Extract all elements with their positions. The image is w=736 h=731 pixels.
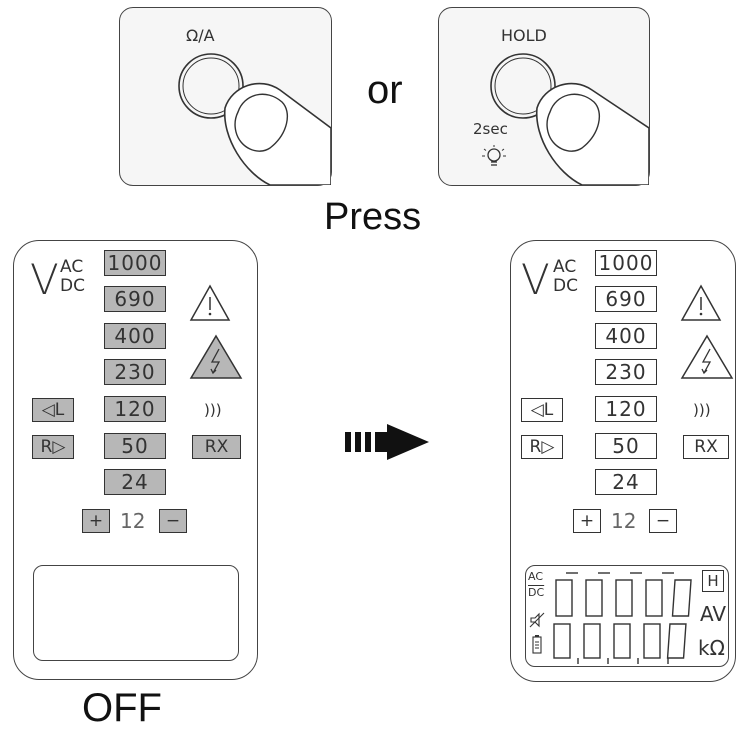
lcd-all-segments: AC DC H AV kΩ xyxy=(525,565,729,667)
voltage-230: 230 xyxy=(104,359,166,385)
two-second-label: 2sec xyxy=(473,120,508,138)
voltage-690: 690 xyxy=(595,286,657,312)
left-rotation-indicator: ◁L xyxy=(32,398,74,422)
voltage-120: 120 xyxy=(104,396,166,422)
voltage-50: 50 xyxy=(595,433,657,459)
lcd-dc-label: DC xyxy=(528,586,545,599)
voltage-230: 230 xyxy=(595,359,657,385)
battery-icon xyxy=(532,635,542,654)
continuity-indicator: ))) xyxy=(693,401,711,419)
seven-segment-digits xyxy=(553,572,692,664)
volt-symbol: V xyxy=(521,255,550,304)
ohm-amp-button-panel: Ω/A xyxy=(119,7,332,186)
arrow-right-icon xyxy=(345,424,429,460)
twelve-label: 12 xyxy=(611,509,637,533)
continuity-indicator: ))) xyxy=(204,401,222,419)
voltage-400: 400 xyxy=(595,323,657,349)
rx-indicator: RX xyxy=(192,435,241,459)
lcd-ac-label: AC xyxy=(528,570,544,583)
off-label: OFF xyxy=(82,686,162,730)
lcd-units-av: AV xyxy=(700,602,727,626)
minus-indicator: − xyxy=(159,509,187,533)
lcd-units-kohm: kΩ xyxy=(698,636,725,660)
left-rotation-indicator: ◁L xyxy=(521,398,563,422)
finger-press-icon xyxy=(178,53,331,185)
voltage-50: 50 xyxy=(104,433,166,459)
right-rotation-indicator: R▷ xyxy=(32,435,74,459)
display-off: V AC DC 1000 690 400 230 120 50 24 + 12 … xyxy=(13,240,258,680)
voltage-1000: 1000 xyxy=(595,250,657,276)
press-label: Press xyxy=(324,196,422,238)
lcd-blank xyxy=(33,565,239,661)
voltage-24: 24 xyxy=(104,469,166,495)
right-rotation-indicator: R▷ xyxy=(521,435,563,459)
voltage-120: 120 xyxy=(595,396,657,422)
or-label: or xyxy=(367,68,403,112)
dc-label: DC xyxy=(553,276,578,296)
high-voltage-icon xyxy=(680,334,734,379)
minus-indicator: − xyxy=(649,509,677,533)
display-test: V AC DC 1000 690 400 230 120 50 24 + 12 … xyxy=(510,240,736,682)
buzzer-off-icon xyxy=(529,612,545,628)
dc-label: DC xyxy=(60,276,85,296)
ac-label: AC xyxy=(553,257,577,277)
finger-press-icon xyxy=(490,53,649,185)
voltage-24: 24 xyxy=(595,469,657,495)
ac-label: AC xyxy=(60,257,84,277)
volt-symbol: V xyxy=(30,255,59,304)
lcd-hold-indicator: H xyxy=(702,570,724,592)
plus-indicator: + xyxy=(573,509,601,533)
voltage-400: 400 xyxy=(104,323,166,349)
hold-button-panel: HOLD 2sec xyxy=(438,7,650,186)
voltage-690: 690 xyxy=(104,286,166,312)
bulb-icon xyxy=(482,145,506,166)
high-voltage-icon xyxy=(189,334,243,379)
twelve-label: 12 xyxy=(120,509,146,533)
voltage-1000: 1000 xyxy=(104,250,166,276)
plus-indicator: + xyxy=(82,509,110,533)
ohm-amp-label: Ω/A xyxy=(186,26,215,45)
warning-triangle-icon xyxy=(680,284,722,321)
warning-triangle-icon xyxy=(189,284,231,321)
rx-indicator: RX xyxy=(683,435,729,459)
hold-label: HOLD xyxy=(501,26,547,45)
